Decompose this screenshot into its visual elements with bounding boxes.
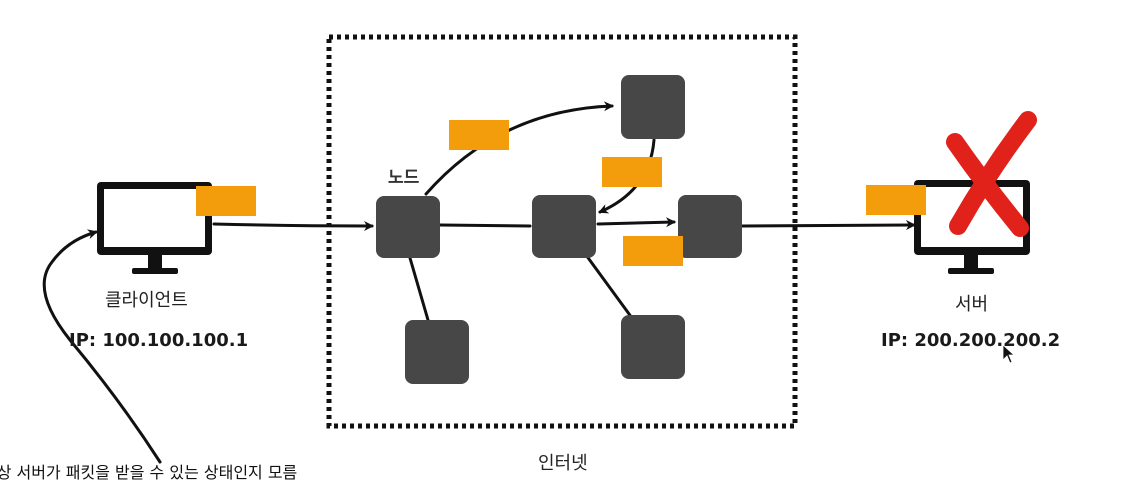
packet-upper-path	[449, 120, 509, 150]
packet-at-server	[866, 185, 926, 215]
node-top	[621, 75, 685, 139]
edge-node-to-top	[424, 101, 614, 196]
x-mark-icon	[946, 111, 1037, 237]
internet-boundary	[326, 34, 798, 429]
client-label: 클라이언트	[105, 290, 188, 311]
node-label: 노드	[388, 168, 420, 188]
packet-at-client	[196, 186, 256, 216]
node-bottom-left	[405, 320, 469, 384]
node-middle	[532, 195, 596, 258]
nodes	[376, 75, 742, 384]
server-ip: IP: 200.200.200.2	[881, 330, 1061, 351]
edge-node-to-middle	[438, 223, 532, 228]
edge-client-to-node	[212, 220, 374, 231]
note-text: 대상 서버가 패킷을 받을 수 있는 상태인지 모름	[0, 463, 298, 482]
internet-label: 인터넷	[538, 453, 588, 474]
connections	[42, 101, 916, 464]
client-ip: IP: 100.100.100.1	[69, 330, 249, 351]
packets	[196, 120, 926, 266]
packet-lower-path	[623, 236, 683, 266]
edge-note-to-client	[42, 229, 162, 464]
packet-returning	[602, 157, 662, 187]
edge-right-to-server	[740, 220, 916, 231]
node-entry	[376, 196, 440, 258]
mouse-cursor-icon	[1002, 344, 1016, 364]
client-monitor-icon	[97, 182, 212, 274]
edge-middle-to-bottom-right	[584, 253, 634, 320]
server-label: 서버	[955, 294, 989, 315]
node-right	[678, 195, 742, 258]
network-diagram	[42, 34, 1037, 464]
edge-middle-to-right	[596, 217, 676, 228]
edge-node-to-bottom-left	[408, 256, 430, 322]
node-bottom-right	[621, 315, 685, 379]
